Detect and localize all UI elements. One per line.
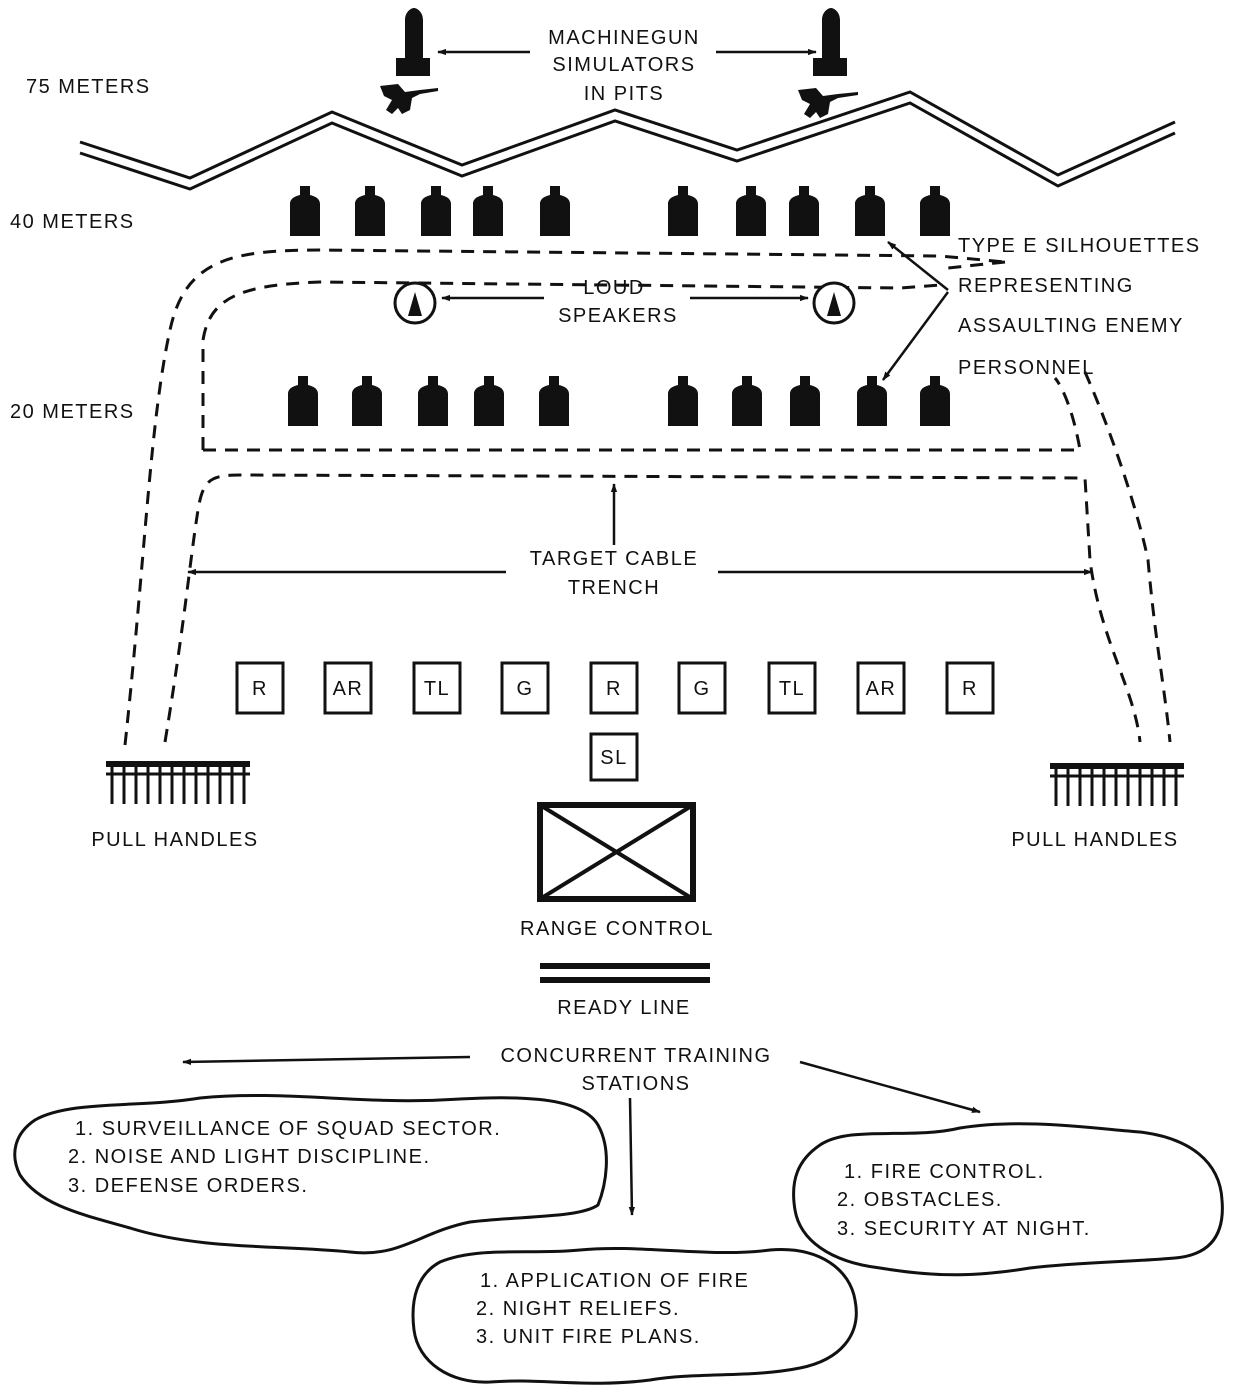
position-label: TL — [424, 678, 450, 700]
distance-label-75: 75 METERS — [26, 76, 151, 98]
silhouette-target — [668, 186, 698, 236]
speakers-label-line1: LOUD — [583, 277, 645, 299]
position-label: R — [606, 678, 622, 700]
silhouette-target — [732, 376, 762, 426]
station-center: 1. APPLICATION OF FIRE 2. NIGHT RELIEFS.… — [411, 1246, 858, 1385]
position-label: AR — [866, 678, 897, 700]
station-center-item: 1. APPLICATION OF FIRE — [480, 1270, 749, 1292]
silhouette-target — [855, 186, 885, 236]
arrow-to-right-station — [799, 1060, 981, 1114]
concurrent-training-label: CONCURRENT TRAINING STATIONS — [500, 1045, 771, 1095]
machinegun-label-line1: MACHINEGUN — [548, 27, 700, 49]
station-center-item: 2. NIGHT RELIEFS. — [476, 1298, 680, 1320]
cable-label: TARGET CABLE TRENCH — [530, 548, 698, 599]
position-label: R — [962, 678, 978, 700]
silhouette-row-40m — [290, 186, 950, 236]
distance-label-20: 20 METERS — [10, 401, 135, 423]
silhouette-target — [473, 186, 503, 236]
concurrent-label-line1: CONCURRENT TRAINING — [500, 1045, 771, 1067]
position-label: R — [252, 678, 268, 700]
silhouette-target — [421, 186, 451, 236]
silhouettes-label: TYPE E SILHOUETTES REPRESENTING ASSAULTI… — [958, 235, 1201, 379]
silhouette-target — [736, 186, 766, 236]
station-right-item: 2. OBSTACLES. — [837, 1189, 1003, 1211]
silhouette-target — [539, 376, 569, 426]
speakers-label: LOUD SPEAKERS — [558, 277, 678, 327]
position-label: G — [693, 678, 710, 700]
station-left: 1. SURVEILLANCE OF SQUAD SECTOR. 2. NOIS… — [13, 1094, 608, 1255]
station-left-item: 2. NOISE AND LIGHT DISCIPLINE. — [68, 1146, 431, 1168]
arrow-to-left-station — [182, 1055, 471, 1066]
squad-leader-position — [589, 732, 639, 782]
silhouette-row-20m — [288, 376, 950, 426]
silhouette-target — [668, 376, 698, 426]
range-control-label: RANGE CONTROL — [520, 918, 714, 940]
silhouette-target — [790, 376, 820, 426]
silhouette-target — [474, 376, 504, 426]
loudspeaker-right — [812, 281, 856, 325]
silhouette-target — [920, 186, 950, 236]
range-control-building — [537, 802, 696, 902]
station-right: 1. FIRE CONTROL. 2. OBSTACLES. 3. SECURI… — [792, 1122, 1224, 1277]
silhouette-target — [355, 186, 385, 236]
ready-line — [540, 963, 710, 983]
silhouettes-label-line1: TYPE E SILHOUETTES — [958, 235, 1201, 257]
cable-label-line2: TRENCH — [568, 577, 660, 599]
silhouette-target — [789, 186, 819, 236]
station-left-item: 1. SURVEILLANCE OF SQUAD SECTOR. — [75, 1118, 501, 1140]
pull-handles-left-label: PULL HANDLES — [91, 829, 258, 851]
speakers-label-line2: SPEAKERS — [558, 305, 678, 327]
station-left-item: 3. DEFENSE ORDERS. — [68, 1175, 308, 1197]
machinegun-label-line2: SIMULATORS — [552, 54, 695, 76]
arrow-to-center-station — [628, 1097, 636, 1216]
station-right-item: 3. SECURITY AT NIGHT. — [837, 1218, 1091, 1240]
silhouette-target — [540, 186, 570, 236]
squad-leader-label: SL — [600, 747, 627, 769]
concurrent-label-line2: STATIONS — [581, 1073, 690, 1095]
position-label: TL — [779, 678, 805, 700]
pull-handles-right-label: PULL HANDLES — [1011, 829, 1178, 851]
silhouette-target — [418, 376, 448, 426]
firing-positions — [235, 661, 995, 715]
arrow-to-40m-silhouette — [887, 241, 949, 291]
silhouette-target — [290, 186, 320, 236]
pull-handles-left — [106, 761, 250, 804]
silhouette-target — [352, 376, 382, 426]
silhouettes-label-line2: REPRESENTING — [958, 275, 1134, 297]
machinegun-label: MACHINEGUN SIMULATORS IN PITS — [548, 27, 700, 105]
cable-label-line1: TARGET CABLE — [530, 548, 698, 570]
wire-obstacle — [79, 90, 1176, 191]
machinegun-simulator-right — [798, 8, 858, 118]
silhouettes-label-line4: PERSONNEL — [958, 357, 1095, 379]
cable-trench — [123, 248, 1172, 746]
machinegun-simulator-left — [380, 8, 438, 114]
silhouette-target — [857, 376, 887, 426]
distance-label-40: 40 METERS — [10, 211, 135, 233]
position-label: G — [516, 678, 533, 700]
silhouettes-label-line3: ASSAULTING ENEMY — [958, 315, 1184, 337]
machinegun-label-line3: IN PITS — [584, 83, 665, 105]
silhouette-target — [920, 376, 950, 426]
station-center-item: 3. UNIT FIRE PLANS. — [476, 1326, 701, 1348]
position-label: AR — [333, 678, 364, 700]
pull-handles-right — [1050, 763, 1184, 806]
arrow-to-20m-silhouette — [881, 291, 950, 381]
station-right-item: 1. FIRE CONTROL. — [844, 1161, 1045, 1183]
loudspeaker-left — [393, 281, 437, 325]
ready-line-label: READY LINE — [557, 997, 691, 1019]
silhouette-target — [288, 376, 318, 426]
